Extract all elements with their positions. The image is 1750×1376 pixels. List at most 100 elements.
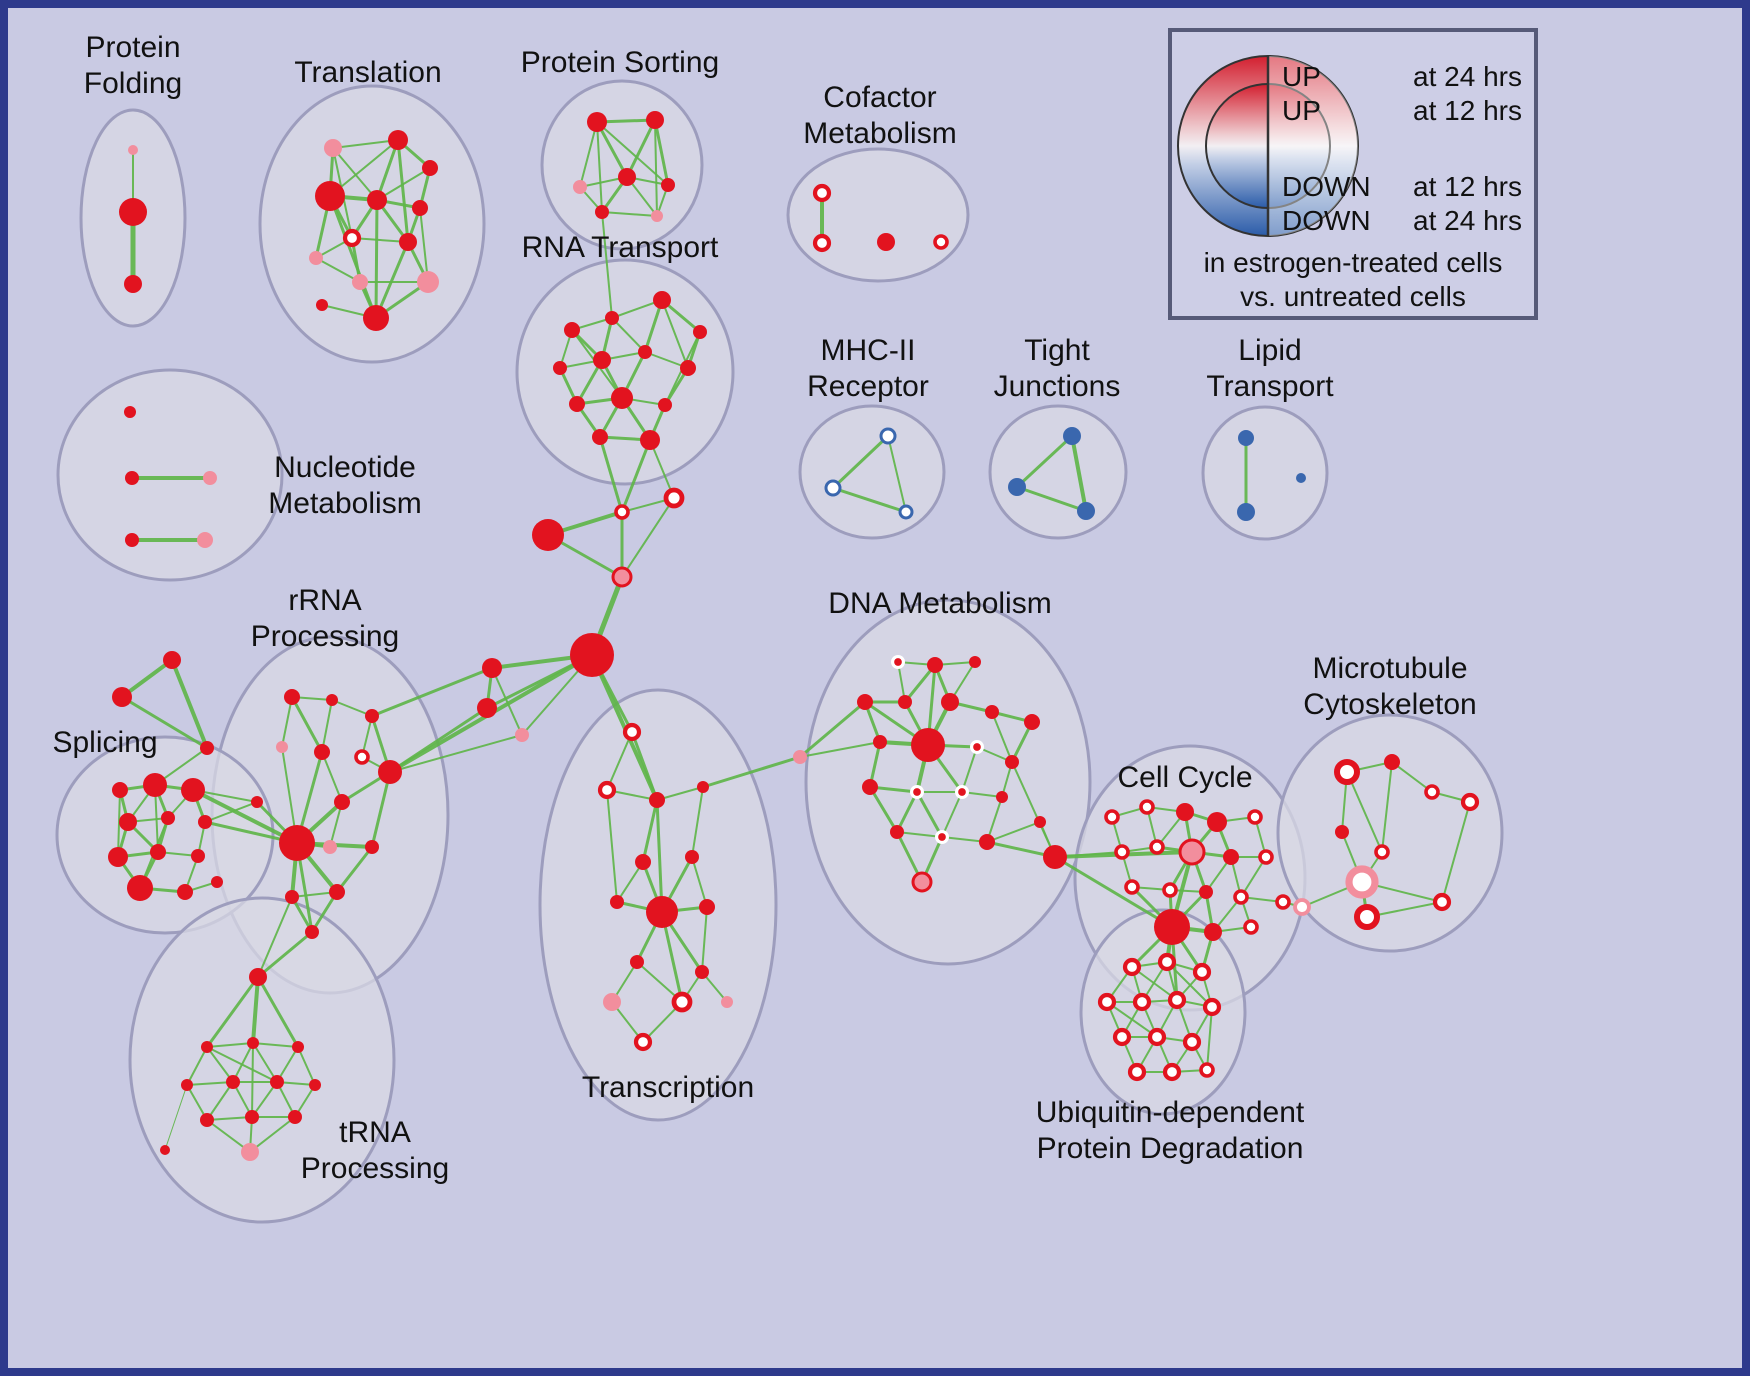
node-mc10 <box>1293 898 1311 916</box>
edge-ps6-rt2 <box>601 211 613 319</box>
node-rr16 <box>249 968 267 986</box>
node-ps6 <box>595 205 609 219</box>
node-rt12 <box>592 429 608 445</box>
edge-ps2-ps5 <box>653 118 670 187</box>
node-ub5 <box>1132 992 1152 1012</box>
node-cy12 <box>1162 882 1178 898</box>
node-rr6 <box>354 749 370 765</box>
node-br1 <box>1043 845 1067 869</box>
node-tn5 <box>226 1075 240 1089</box>
node-sp4 <box>119 813 137 831</box>
node-tn1 <box>201 1041 213 1053</box>
node-cm2 <box>812 233 832 253</box>
edge-sp1-sp7 <box>117 789 121 858</box>
node-cy9 <box>1223 849 1239 865</box>
node-rt1 <box>564 322 580 338</box>
node-cy15 <box>1154 909 1190 945</box>
node-tr8 <box>399 233 417 251</box>
edge-mc2-mc3 <box>1391 761 1433 793</box>
edge-tr9-tr10 <box>315 257 361 283</box>
edge-sp6-rr10 <box>204 801 258 823</box>
node-li1 <box>482 658 502 678</box>
node-tr6 <box>412 200 428 216</box>
node-sp10 <box>127 875 153 901</box>
edge-rt12-cc1 <box>598 435 624 514</box>
edge-dm13-dm17 <box>868 785 899 834</box>
cluster-label-cofactor-metabolism: Metabolism <box>803 117 956 150</box>
node-ts12 <box>603 993 621 1011</box>
node-rr13 <box>285 890 299 904</box>
edge-tn3-tn7 <box>297 1046 316 1086</box>
edge-tn5-tn8 <box>206 1081 234 1121</box>
node-tr12 <box>363 305 389 331</box>
node-ft3 <box>200 741 214 755</box>
cluster-label-cell-cycle: Cell Cycle <box>1117 761 1252 794</box>
node-sp9 <box>191 849 205 863</box>
node-sp2 <box>143 773 167 797</box>
edge-ts3-ts8 <box>655 798 664 914</box>
edge-tn2-tn5 <box>232 1042 254 1083</box>
cluster-ellipse-lipid-transport <box>1201 405 1329 541</box>
node-cm1 <box>812 183 832 203</box>
node-rr5 <box>314 744 330 760</box>
cluster-label-rrna-processing: Processing <box>251 620 399 653</box>
node-tn3 <box>292 1041 304 1053</box>
node-ts14 <box>721 996 733 1008</box>
edge-ts4-ts6 <box>691 786 704 858</box>
node-li3 <box>515 728 529 742</box>
edge-ub7-ub13 <box>1206 1006 1213 1071</box>
cluster-ellipse-nucleotide-metabolism <box>56 368 284 582</box>
node-pinkc <box>793 750 807 764</box>
edge-mh1-mh2 <box>831 434 890 490</box>
node-rr10 <box>251 796 263 808</box>
node-hub <box>570 633 614 677</box>
node-rt2 <box>605 311 619 325</box>
node-cy16 <box>1204 923 1222 941</box>
edge-tr1-tr2 <box>332 139 399 149</box>
node-ps7 <box>651 210 663 222</box>
node-rr9 <box>334 794 350 810</box>
edge-pinkc-dm9 <box>799 741 881 758</box>
node-tn4 <box>181 1079 193 1091</box>
node-tn9 <box>245 1110 259 1124</box>
edge-rr2-rr5 <box>321 699 333 753</box>
edge-rr5-rr9 <box>321 751 343 803</box>
cluster-label-trna-processing: tRNA <box>339 1116 411 1149</box>
edge-tn2-tn6 <box>252 1042 278 1083</box>
node-mc8 <box>1354 904 1380 930</box>
cluster-label-ubiquitin-degradation: Protein Degradation <box>1037 1132 1304 1165</box>
node-cy7 <box>1149 839 1165 855</box>
cluster-ellipse-microtubule-cytoskeleton <box>1276 713 1504 953</box>
node-cy18 <box>1275 894 1291 910</box>
edge-ft1-ft3 <box>170 658 209 750</box>
edge-pinkc-dm4 <box>798 700 867 759</box>
node-dm1 <box>891 655 905 669</box>
node-tr2 <box>388 130 408 150</box>
node-dm9 <box>873 735 887 749</box>
edge-ps1-ps3 <box>579 121 598 188</box>
node-cy5 <box>1247 809 1263 825</box>
node-dm11 <box>970 740 984 754</box>
node-rt10 <box>611 387 633 409</box>
node-dm19 <box>979 834 995 850</box>
node-tj2 <box>1008 478 1026 496</box>
node-rt3 <box>653 291 671 309</box>
cluster-label-splicing: Splicing <box>52 726 157 759</box>
legend-right-half-shade <box>1268 56 1358 236</box>
node-pf2 <box>119 198 147 226</box>
node-ub8 <box>1112 1027 1132 1047</box>
node-tn2 <box>247 1037 259 1049</box>
node-rr11 <box>323 840 337 854</box>
node-tn10 <box>288 1110 302 1124</box>
node-lt2 <box>1237 503 1255 521</box>
node-dm2 <box>927 657 943 673</box>
node-rr4 <box>276 741 288 753</box>
node-sp7 <box>108 847 128 867</box>
node-sp6 <box>198 815 212 829</box>
node-lt3 <box>1296 473 1306 483</box>
node-pf3 <box>124 275 142 293</box>
node-tr13 <box>316 299 328 311</box>
node-rt13 <box>640 430 660 450</box>
